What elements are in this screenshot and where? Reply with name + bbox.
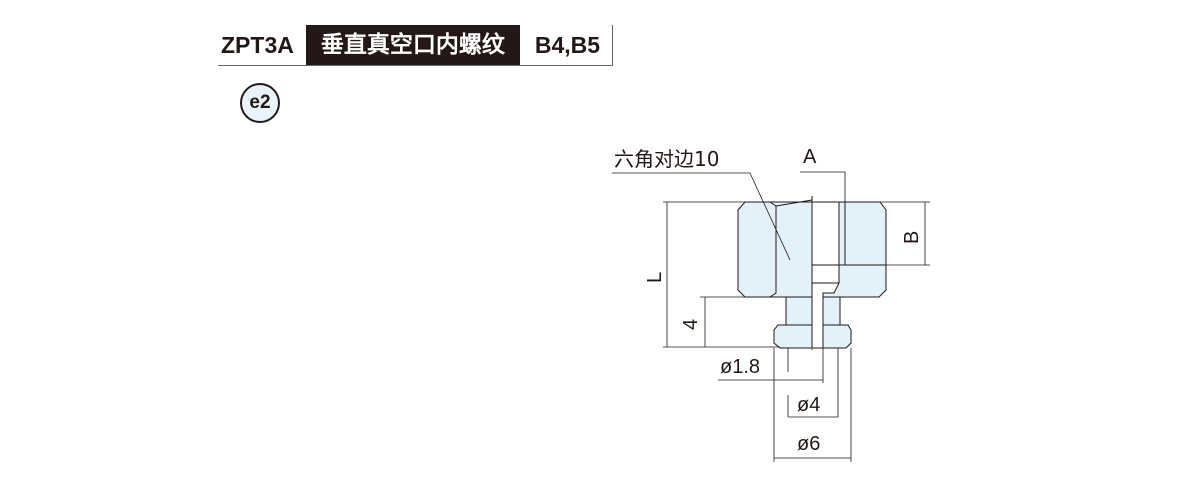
page-header: ZPT3A 垂直真空口内螺纹 B4,B5 xyxy=(218,25,614,66)
part-body xyxy=(737,196,887,350)
dim-a-line xyxy=(800,171,846,202)
hex-leader xyxy=(612,172,791,261)
dim-a-label: A xyxy=(803,146,817,168)
threaded-bore xyxy=(811,201,840,349)
dim-d18-label: ø1.8 xyxy=(720,356,760,378)
dim-d4-line xyxy=(787,348,839,418)
dim-d18-line xyxy=(718,348,824,383)
model-number: ZPT3A xyxy=(221,31,294,58)
section-title: 垂直真空口内螺纹 xyxy=(305,25,520,65)
dim-b-label: B xyxy=(901,231,923,244)
dim-d6-line xyxy=(773,348,852,462)
variant-badge: e2 xyxy=(240,83,280,123)
dim-d4-label: ø4 xyxy=(797,394,820,416)
dim-4-label: 4 xyxy=(680,319,702,330)
dim-l-label: L xyxy=(644,272,666,283)
dim-b-line xyxy=(880,201,930,266)
hex-face-lines xyxy=(769,199,813,298)
variant-codes: B4,B5 xyxy=(520,25,614,65)
dim-d6-label: ø6 xyxy=(797,433,820,455)
dim-4-line xyxy=(700,296,745,347)
dim-l-line xyxy=(663,201,780,348)
hex-size-label: 六角对边10 xyxy=(614,147,719,171)
dimension-lines xyxy=(612,171,930,462)
